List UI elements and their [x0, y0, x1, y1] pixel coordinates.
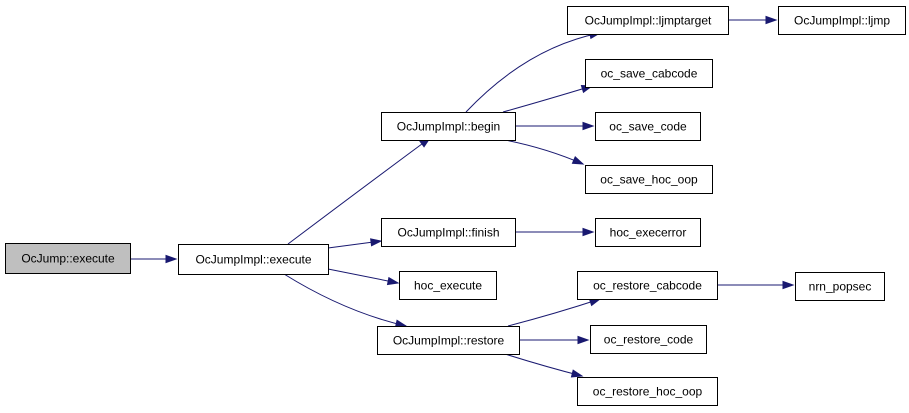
node-oc-save-code[interactable]: oc_save_code [595, 112, 701, 141]
node-ocjump-execute[interactable]: OcJump::execute [5, 243, 131, 274]
node-label: OcJump::execute [21, 252, 115, 266]
edge-impl-ljmptarget-to-impl-ljmp [728, 15, 778, 25]
edge-impl-begin-to-oc-save-cabcode [502, 85, 594, 113]
node-box [595, 218, 701, 247]
node-oc-restore-cabcode[interactable]: oc_restore_cabcode [577, 271, 718, 300]
edge-impl-execute-to-hoc-execute [327, 268, 400, 286]
edge-line [287, 137, 431, 245]
edge-line [465, 32, 601, 113]
edge-impl-begin-to-oc-save-code [515, 121, 595, 131]
node-label: oc_save_code [609, 120, 687, 134]
node-box [178, 244, 329, 275]
node-hoc-execerror[interactable]: hoc_execerror [595, 218, 701, 247]
arrowhead [570, 369, 584, 378]
arrowhead [577, 335, 590, 345]
node-label: oc_save_hoc_oop [600, 173, 698, 187]
node-box [381, 112, 516, 141]
node-label: OcJumpImpl::execute [195, 253, 311, 267]
node-box [795, 272, 885, 301]
node-label: OcJumpImpl::ljmp [794, 14, 890, 28]
node-impl-restore[interactable]: OcJumpImpl::restore [377, 326, 520, 355]
node-label: OcJumpImpl::finish [397, 226, 499, 240]
node-box [590, 325, 707, 354]
edge-impl-begin-to-impl-ljmptarget [465, 30, 602, 113]
node-label: oc_restore_hoc_oop [593, 385, 703, 399]
node-nrn-popsec[interactable]: nrn_popsec [795, 272, 885, 301]
node-box [377, 326, 520, 355]
node-box [577, 271, 718, 300]
node-impl-execute[interactable]: OcJumpImpl::execute [178, 244, 329, 275]
edge-line [283, 273, 407, 327]
node-hoc-execute[interactable]: hoc_execute [399, 271, 497, 300]
node-label: oc_restore_code [604, 333, 694, 347]
arrowhead [582, 227, 595, 237]
node-label: OcJumpImpl::restore [393, 334, 505, 348]
arrowhead [165, 254, 178, 264]
edge-impl-finish-to-hoc-execerror [515, 227, 595, 237]
edge-impl-restore-to-oc-restore-hoc-oop [504, 353, 584, 378]
node-label: hoc_execerror [610, 226, 687, 240]
node-box [567, 6, 729, 35]
node-box [585, 165, 713, 194]
node-box [5, 243, 131, 274]
node-impl-ljmp[interactable]: OcJumpImpl::ljmp [778, 6, 906, 35]
node-impl-ljmptarget[interactable]: OcJumpImpl::ljmptarget [567, 6, 729, 35]
node-box [595, 112, 701, 141]
node-impl-begin[interactable]: OcJumpImpl::begin [381, 112, 516, 141]
node-label: oc_save_cabcode [601, 67, 698, 81]
edge-impl-restore-to-oc-restore-code [519, 335, 590, 345]
arrowhead [571, 155, 585, 165]
edge-line [504, 139, 584, 165]
node-box [778, 6, 906, 35]
node-box [585, 59, 713, 88]
node-label: OcJumpImpl::ljmptarget [585, 14, 712, 28]
arrowhead [386, 276, 400, 286]
edge-line [327, 268, 399, 284]
node-label: oc_restore_cabcode [593, 279, 702, 293]
node-impl-finish[interactable]: OcJumpImpl::finish [381, 218, 516, 247]
arrowhead [370, 238, 383, 247]
node-box [577, 377, 718, 406]
arrowhead [582, 121, 595, 131]
node-label: nrn_popsec [809, 280, 872, 294]
arrowhead [782, 280, 795, 290]
edge-line [504, 353, 583, 377]
edge-line [502, 85, 593, 113]
edge-oc-restore-cabcode-to-nrn-popsec [717, 280, 795, 290]
edge-impl-begin-to-oc-save-hoc-oop [504, 139, 585, 165]
node-label: OcJumpImpl::begin [397, 120, 500, 134]
edge-ocjump-execute-to-impl-execute [130, 254, 178, 264]
arrowhead [765, 15, 778, 25]
node-oc-save-cabcode[interactable]: oc_save_cabcode [585, 59, 713, 88]
edge-line [507, 298, 601, 327]
node-oc-restore-code[interactable]: oc_restore_code [590, 325, 707, 354]
node-box [399, 271, 497, 300]
edge-impl-restore-to-oc-restore-cabcode [507, 298, 602, 327]
node-label: hoc_execute [414, 279, 482, 293]
edge-impl-execute-to-impl-finish [327, 238, 383, 249]
node-box [381, 218, 516, 247]
node-oc-restore-hoc-oop[interactable]: oc_restore_hoc_oop [577, 377, 718, 406]
node-oc-save-hoc-oop[interactable]: oc_save_hoc_oop [585, 165, 713, 194]
